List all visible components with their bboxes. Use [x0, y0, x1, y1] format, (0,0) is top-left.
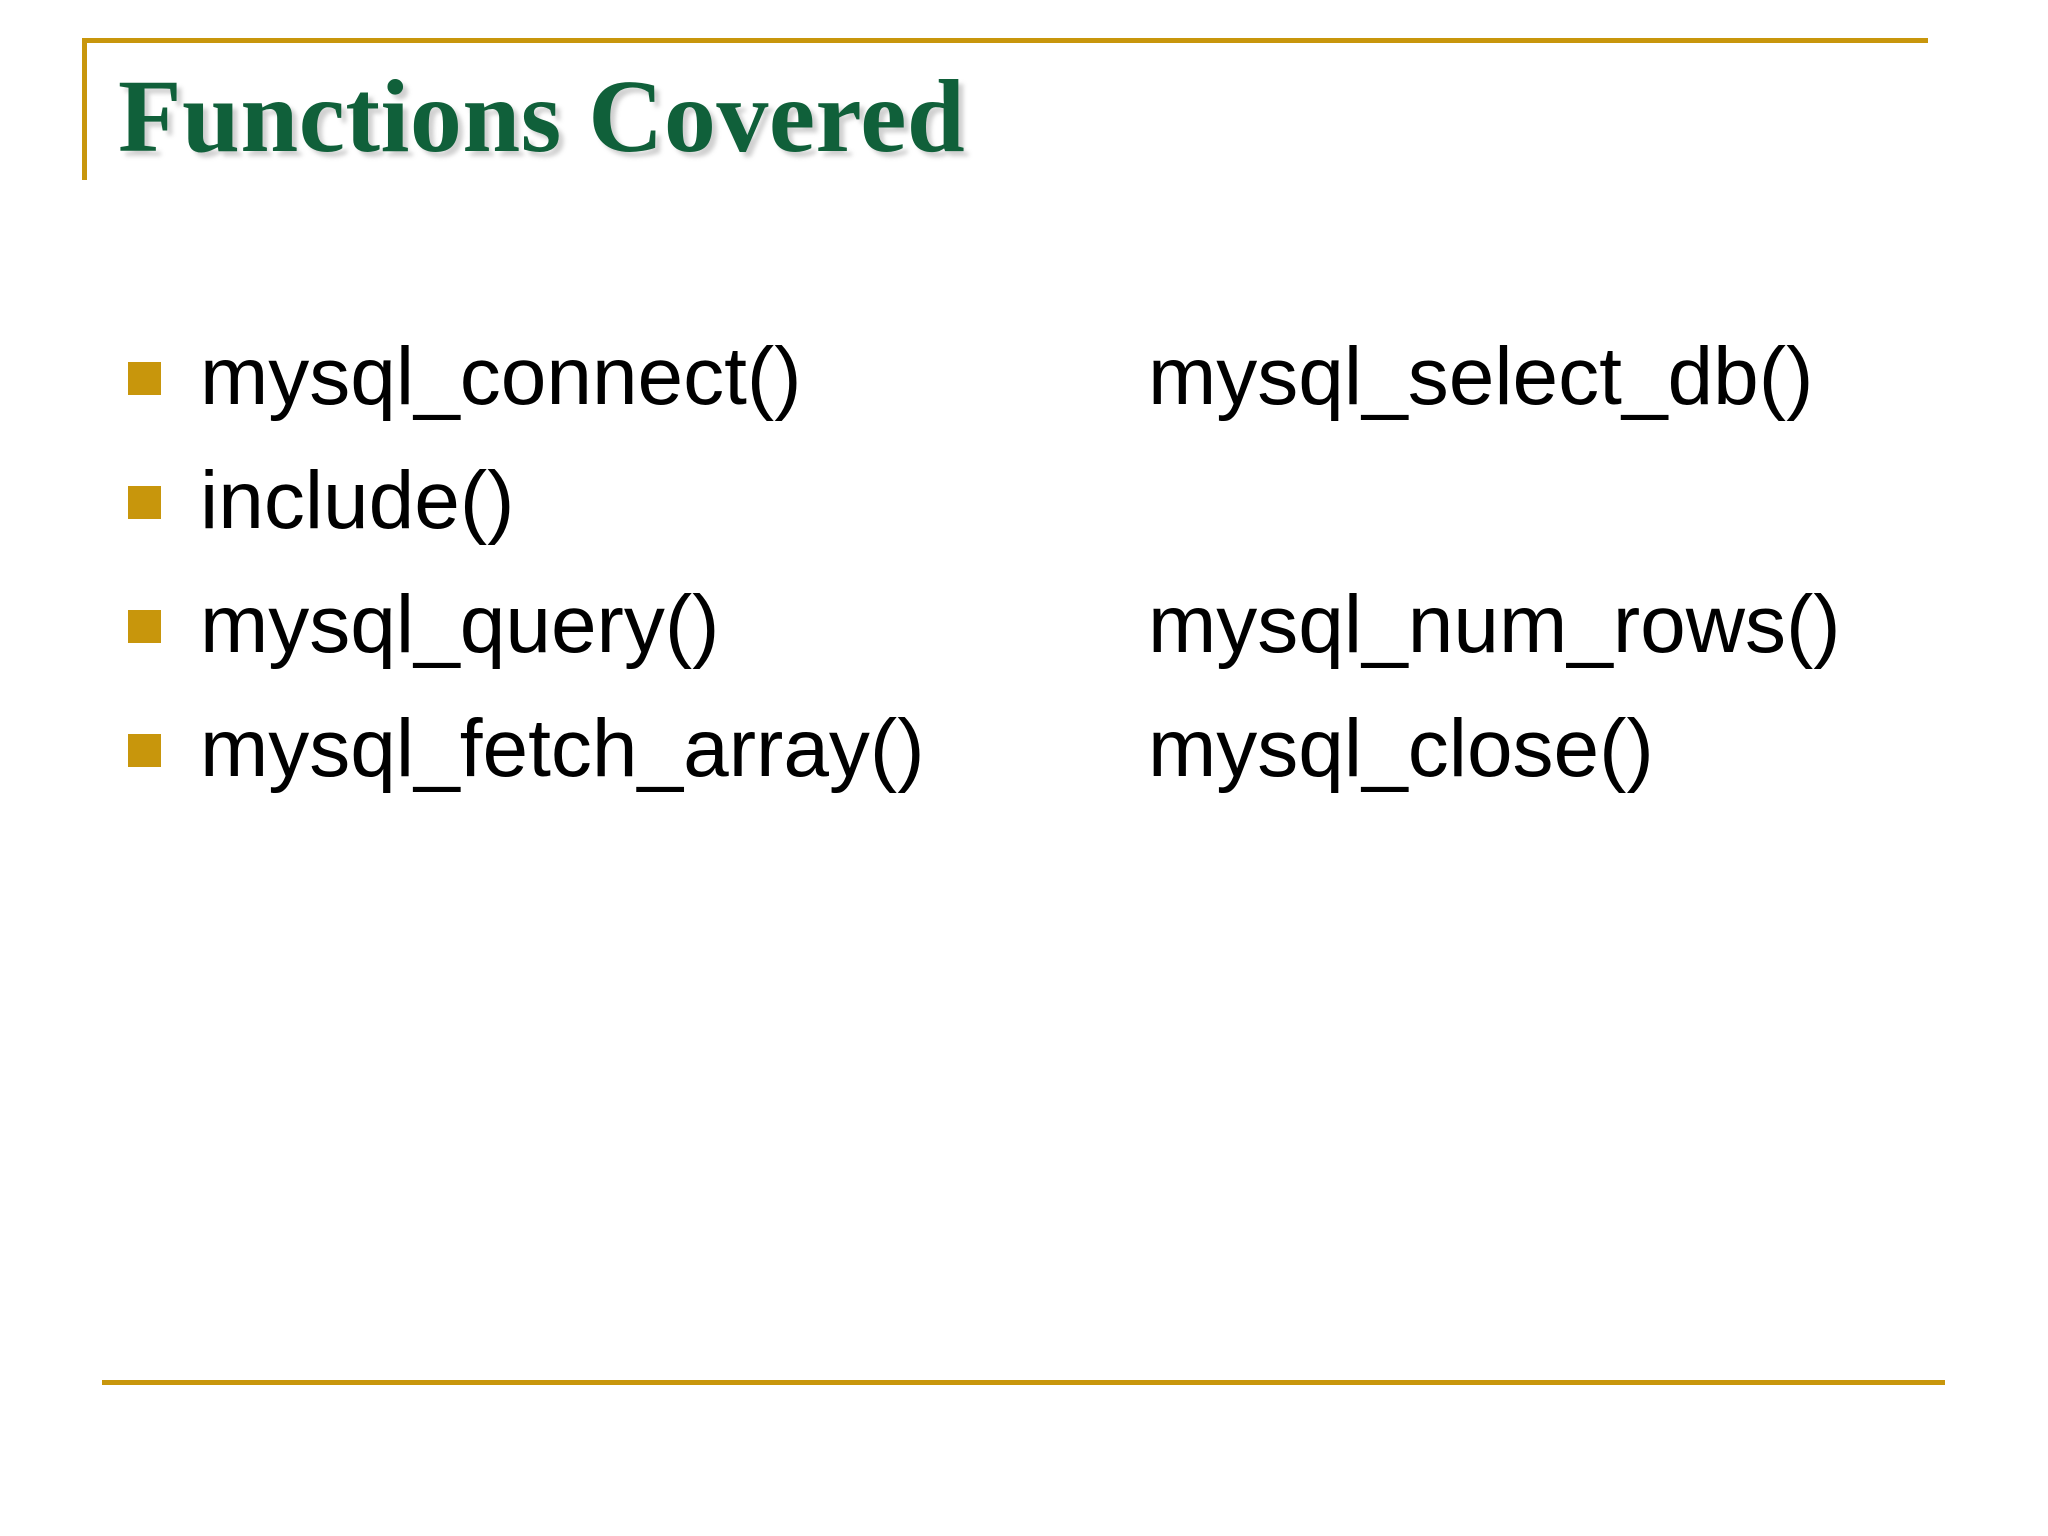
- list-item-right-label: mysql_close(): [1148, 703, 1654, 794]
- list-item: include(): [0, 442, 2048, 566]
- list-item-right-label: mysql_num_rows(): [1148, 579, 1841, 670]
- left-accent-rule: [82, 38, 87, 180]
- bullet-square-icon: [128, 486, 161, 519]
- list-item-left-label: mysql_query(): [200, 579, 720, 670]
- list-item: mysql_connect() mysql_select_db(): [0, 318, 2048, 442]
- list-item: mysql_fetch_array() mysql_close(): [0, 690, 2048, 814]
- list-item-left-label: mysql_fetch_array(): [200, 703, 925, 794]
- bullet-square-icon: [128, 362, 161, 395]
- page-title: Functions Covered: [118, 59, 966, 174]
- list-item-left-label: mysql_connect(): [200, 331, 802, 422]
- bottom-accent-rule: [102, 1380, 1945, 1385]
- list-item-right-label: mysql_select_db(): [1148, 331, 1814, 422]
- list-item: mysql_query() mysql_num_rows(): [0, 566, 2048, 690]
- bullet-square-icon: [128, 610, 161, 643]
- bullet-list: mysql_connect() mysql_select_db() includ…: [0, 318, 2048, 814]
- top-accent-rule: [82, 38, 1928, 43]
- bullet-square-icon: [128, 734, 161, 767]
- list-item-left-label: include(): [200, 455, 515, 546]
